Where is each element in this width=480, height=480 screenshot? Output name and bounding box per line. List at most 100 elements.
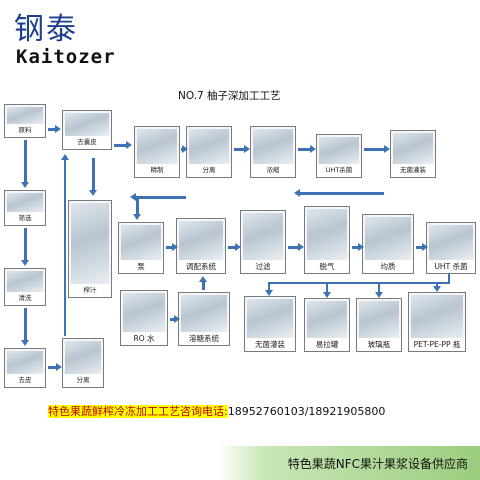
node-label: PET-PE-PP 瓶: [409, 338, 465, 351]
arrow-down: [89, 158, 97, 196]
node-label: 无菌灌装: [245, 338, 295, 351]
node-aseptic2: 无菌灌装: [244, 296, 296, 352]
arrow-right: [288, 243, 304, 251]
node-uht2: UHT 杀菌: [426, 222, 476, 274]
node-image: [65, 341, 101, 374]
node-concentrate: 浓缩: [250, 126, 296, 178]
arrow-right: [166, 243, 178, 251]
node-aseptic1: 无菌灌装: [390, 130, 436, 178]
node-degas: 脱气: [304, 206, 350, 274]
arrow-right: [416, 243, 428, 251]
arrow-up: [61, 154, 69, 336]
node-filter: 过滤: [240, 210, 286, 274]
arrow-up: [199, 276, 207, 290]
node-separator: 分离: [62, 338, 104, 388]
node-peel: 去囊皮: [62, 110, 112, 150]
node-label: 溶糖系统: [179, 332, 229, 345]
footer-text: 特色果蔬NFC果汁果浆设备供应商: [287, 457, 468, 471]
node-label: 易拉罐: [305, 338, 349, 351]
diagram-title: NO.7 柚子深加工工艺: [178, 90, 281, 102]
node-label: UHT杀菌: [317, 164, 361, 177]
arrow-right: [352, 243, 364, 251]
arrow-right: [364, 145, 390, 153]
node-image: [307, 301, 347, 338]
node-ro: RO 水: [120, 290, 168, 346]
node-label: 泵: [119, 260, 163, 273]
node-image: [7, 271, 43, 292]
node-juicer: 榨汁: [68, 200, 112, 298]
node-label: 玻璃瓶: [357, 338, 401, 351]
node-label: 榨汁: [69, 284, 111, 297]
node-sort: 筛选: [4, 190, 46, 226]
node-image: [123, 293, 165, 332]
node-image: [429, 225, 473, 260]
node-label: 清洗: [5, 292, 45, 305]
node-label: 去囊皮: [63, 136, 111, 149]
arrow-right: [170, 315, 180, 323]
footer-banner: 特色果蔬NFC果汁果浆设备供应商: [218, 446, 480, 480]
node-label: 分离: [63, 374, 103, 387]
arrow-down: [375, 283, 383, 298]
node-label: 均质: [363, 260, 413, 273]
node-image: [7, 107, 43, 124]
brand-logo-en: Kaitozer: [16, 46, 116, 68]
brand-logo-cn: 钢泰: [14, 12, 78, 47]
node-image: [253, 129, 293, 164]
node-image: [393, 133, 433, 164]
node-label: 原料: [5, 124, 45, 137]
node-image: [307, 209, 347, 260]
contact-phone: 18952760103/18921905800: [227, 405, 386, 418]
arrow-right: [298, 145, 316, 153]
node-label: 分离: [187, 164, 231, 177]
node-label: 脱气: [305, 260, 349, 273]
connector-line: [448, 274, 450, 284]
node-label: 精制: [135, 164, 179, 177]
node-pump: 泵: [118, 222, 164, 274]
node-image: [65, 113, 109, 136]
arrow-right: [48, 125, 61, 133]
arrow-down: [265, 283, 273, 296]
arrow-left: [130, 193, 186, 201]
node-image: [137, 129, 177, 164]
node-refine: 精制: [134, 126, 180, 178]
node-homogenize: 均质: [362, 214, 414, 274]
node-glass: 玻璃瓶: [356, 298, 402, 352]
node-image: [365, 217, 411, 260]
node-image: [319, 137, 359, 164]
node-pet: PET-PE-PP 瓶: [408, 292, 466, 352]
node-skin: 去皮: [4, 348, 46, 388]
arrow-right: [48, 363, 62, 371]
node-uht1: UHT杀菌: [316, 134, 362, 178]
arrow-right: [228, 243, 241, 251]
arrow-down: [323, 283, 331, 298]
node-label: 调配系统: [177, 260, 225, 273]
node-image: [189, 129, 229, 164]
arrow-down: [133, 198, 141, 220]
node-fenqu: 分离: [186, 126, 232, 178]
node-image: [243, 213, 283, 260]
node-label: 浓缩: [251, 164, 295, 177]
node-image: [71, 203, 109, 284]
arrow-right: [114, 141, 132, 149]
contact-label: 特色果蔬鲜榨冷冻加工工艺咨询电话:: [48, 405, 228, 418]
node-image: [359, 301, 399, 338]
node-image: [7, 193, 43, 212]
node-wash: 清洗: [4, 268, 46, 306]
connector-line: [268, 282, 448, 284]
node-image: [247, 299, 293, 338]
node-image: [121, 225, 161, 260]
node-label: 过滤: [241, 260, 285, 273]
node-sugar: 溶糖系统: [178, 292, 230, 346]
node-raw: 原料: [4, 104, 46, 138]
arrow-right: [234, 145, 250, 153]
arrow-down: [21, 140, 29, 188]
node-image: [411, 295, 463, 338]
arrow-down: [21, 308, 29, 346]
arrow-down: [433, 283, 441, 292]
arrow-left: [294, 189, 384, 197]
node-image: [7, 351, 43, 374]
node-can: 易拉罐: [304, 298, 350, 352]
node-label: 无菌灌装: [391, 164, 435, 177]
arrow-down: [21, 228, 29, 266]
node-label: RO 水: [121, 332, 167, 345]
